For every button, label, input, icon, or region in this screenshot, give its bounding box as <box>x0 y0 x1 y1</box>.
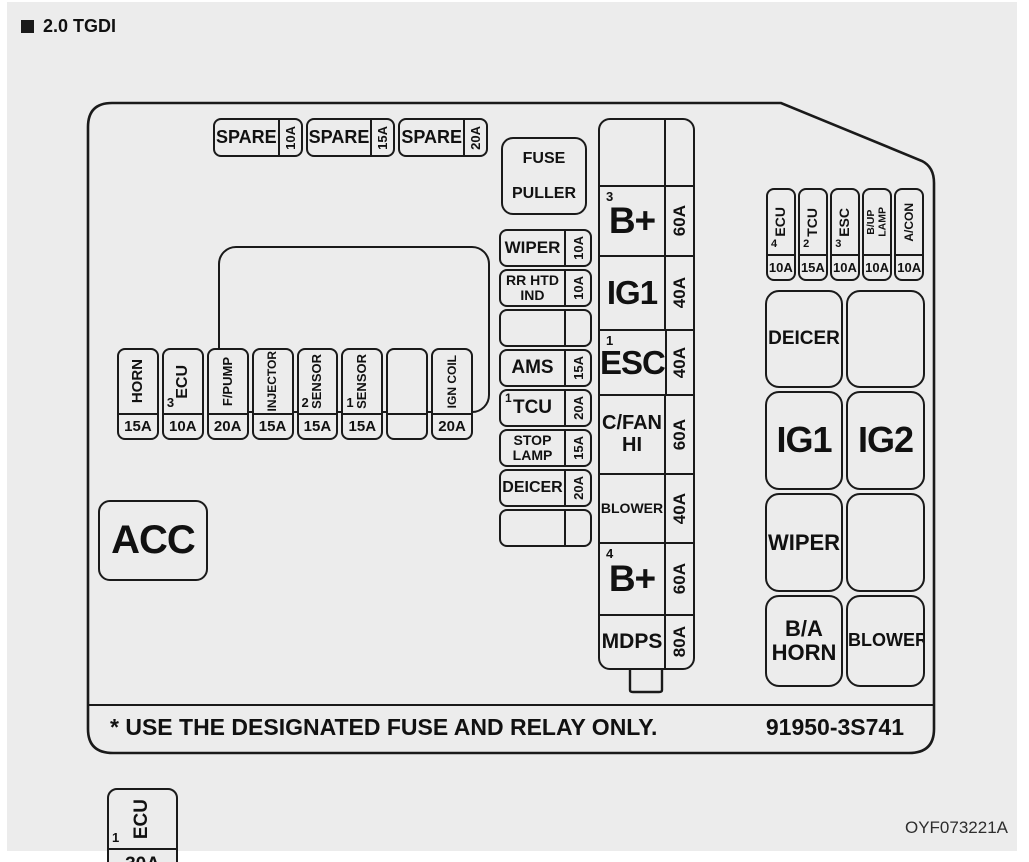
fuse-spare-15a: SPARE 15A <box>305 118 396 157</box>
empty-fuse-slot <box>386 348 429 440</box>
fuse-ig1: IG1 40A <box>600 255 693 329</box>
diagram-code: OYF073221A <box>904 818 1008 837</box>
fuse-a-con: A/CON 10A <box>894 188 924 281</box>
fuse-ign-coil: IGN COIL 20A <box>431 348 473 440</box>
part-number: 91950-3S741 <box>765 714 904 740</box>
fuse-puller-box: FUSE PULLER <box>501 137 587 215</box>
fuse-c-fan-hi: C/FAN HI 60A <box>600 394 693 473</box>
empty-fuse-slot <box>499 309 592 347</box>
empty-relay-slot <box>846 493 925 592</box>
empty-fuse-slot <box>499 509 592 547</box>
diagram-title-text: 2.0 TGDI <box>43 16 117 36</box>
relay-ig1: IG1 <box>765 391 843 490</box>
relay-acc: ACC <box>98 500 208 581</box>
fuse-ams: AMS 15A <box>499 349 592 387</box>
fuse-wiper: WIPER 10A <box>499 229 592 267</box>
diagram-title: 2.0 TGDI <box>21 16 116 37</box>
fuse-bup-lamp: B/UP LAMP 10A <box>862 188 892 281</box>
fuse-injector: INJECTOR 15A <box>251 348 294 440</box>
relay-ig2: IG2 <box>846 391 925 490</box>
relay-ba-horn: B/A HORN <box>765 595 843 687</box>
title-bullet-square <box>21 20 34 33</box>
fuse-stop-lamp: STOP LAMP 15A <box>499 429 592 467</box>
fuse-f-pump: F/PUMP 20A <box>206 348 249 440</box>
empty-fuse-slot <box>600 120 693 185</box>
relay-grid: DEICER IG1 IG2 WIPER B/A HORN BLOWER <box>765 290 925 687</box>
relay-deicer: DEICER <box>765 290 843 388</box>
empty-relay-slot <box>846 290 925 388</box>
relay-blower: BLOWER <box>846 595 925 687</box>
relay-wiper: WIPER <box>765 493 843 592</box>
fuse-deicer: DEICER 20A <box>499 469 592 507</box>
fuse-horn: HORN 15A <box>117 348 159 440</box>
fuse-blower: BLOWER 40A <box>600 473 693 542</box>
note-banner: * USE THE DESIGNATED FUSE AND RELAY ONLY… <box>88 704 934 753</box>
note-text: * USE THE DESIGNATED FUSE AND RELAY ONLY… <box>110 714 658 740</box>
fuse-rr-htd-ind: RR HTD IND 10A <box>499 269 592 307</box>
fuse-spare-20a: SPARE 20A <box>398 118 489 157</box>
fuse-mdps: MDPS 80A <box>600 614 693 668</box>
spare-fuse-row: SPARE 10A SPARE 15A SPARE 20A <box>213 118 489 157</box>
fuse-spare-10a: SPARE 10A <box>213 118 303 157</box>
